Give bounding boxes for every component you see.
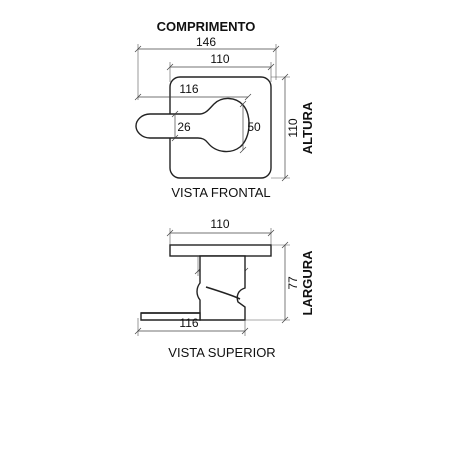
- front-handle: [135, 97, 250, 153]
- dim-plate-width-top: 110: [166, 217, 275, 250]
- dim-lever-height-value: 26: [177, 120, 191, 134]
- dim-comprimento-value: 146: [196, 35, 216, 49]
- dim-handle-length-front: 116: [134, 82, 252, 101]
- top-view: 110 50 116: [134, 217, 315, 360]
- largura-label: LARGURA: [300, 250, 315, 316]
- dim-lever-height: 26: [171, 110, 191, 142]
- top-body: [196, 255, 246, 321]
- front-view: COMPRIMENTO 146 110 116: [134, 19, 315, 200]
- top-body-detail: [205, 286, 241, 300]
- top-plate: [169, 244, 272, 257]
- dim-handle-length-top: 116: [134, 316, 249, 336]
- comprimento-label: COMPRIMENTO: [157, 19, 256, 34]
- dim-handle-length-top-value: 116: [179, 316, 198, 330]
- dim-altura: 110 ALTURA: [271, 73, 315, 182]
- dim-comprimento: 146: [134, 35, 280, 100]
- dim-plate-width-front-value: 110: [210, 52, 229, 66]
- dim-handle-length-front-value: 116: [179, 82, 198, 96]
- dim-altura-value: 110: [286, 118, 300, 137]
- top-view-title: VISTA SUPERIOR: [168, 345, 275, 360]
- dim-plate-width-top-value: 110: [210, 217, 229, 231]
- dim-largura-value: 77: [286, 276, 300, 290]
- front-view-title: VISTA FRONTAL: [171, 185, 270, 200]
- dim-largura: 77 LARGURA: [245, 241, 315, 324]
- dim-rosette-diameter: 50: [239, 100, 261, 154]
- dim-plate-width-front: 110: [166, 52, 275, 82]
- altura-label: ALTURA: [300, 101, 315, 154]
- dim-rosette-diameter-value: 50: [247, 120, 261, 134]
